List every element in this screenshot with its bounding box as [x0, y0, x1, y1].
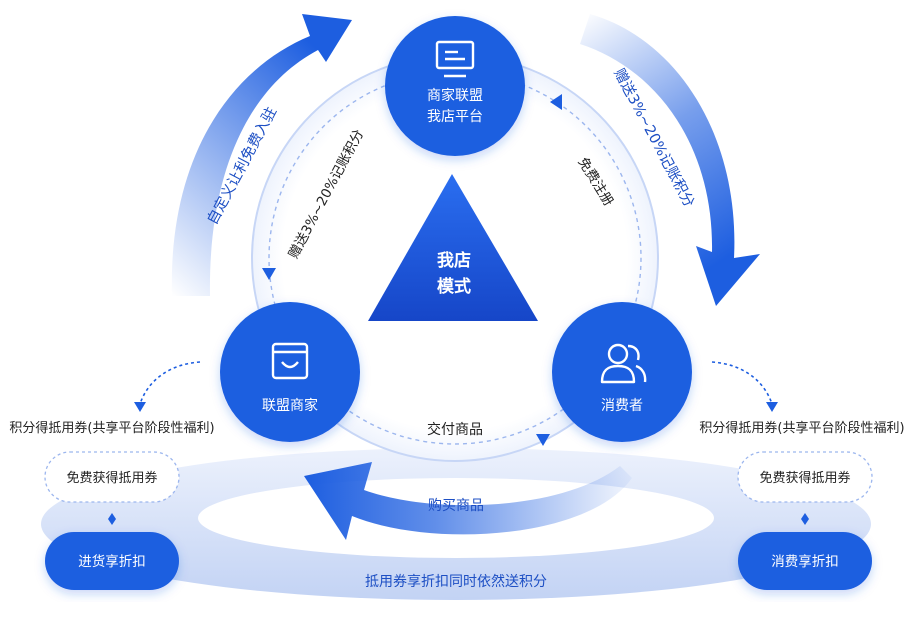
- marker-left: [262, 268, 276, 280]
- left-voucher-label: 免费获得抵用券: [66, 470, 157, 486]
- center-triangle: 我店 模式: [368, 174, 538, 321]
- consumer-node: 消费者: [552, 302, 692, 442]
- right-discount-pill: [738, 532, 872, 590]
- left-discount-pill: [45, 532, 179, 590]
- buy-goods-label: 购买商品: [428, 498, 484, 514]
- left-diamond-icon: [108, 513, 116, 525]
- left-discount-label: 进货享折扣: [78, 553, 146, 570]
- platform-node: 商家联盟 我店平台: [385, 16, 525, 156]
- platform-label-line2: 我店平台: [427, 109, 483, 125]
- right-voucher-label: 免费获得抵用券: [759, 470, 850, 486]
- right-outer-arc-arrow: [580, 14, 760, 306]
- shopping-bag-icon: [271, 342, 309, 380]
- right-dashed-arrow: [711, 361, 778, 412]
- left-panel-heading: 积分得抵用券(共享平台阶段性福利): [9, 420, 214, 436]
- right-voucher-pill: [737, 451, 873, 503]
- left-dashed-arrow: [134, 361, 201, 412]
- consumer-label: 消费者: [601, 398, 643, 414]
- right-panel-heading: 积分得抵用券(共享平台阶段性福利): [699, 420, 904, 436]
- platform-label-line1: 商家联盟: [427, 87, 483, 104]
- left-outer-arc-arrow: [171, 14, 352, 296]
- buy-goods-arrow: [304, 462, 632, 540]
- right-diamond-icon: [801, 513, 809, 525]
- ring-caption: 抵用券享折扣同时依然送积分: [365, 573, 547, 590]
- users-icon: [600, 343, 647, 384]
- merchant-label: 联盟商家: [262, 397, 318, 414]
- left-voucher-pill: [44, 451, 180, 503]
- monitor-icon: [435, 40, 475, 78]
- inner-bottom-arc-label: 交付商品: [427, 421, 483, 438]
- marker-top-right: [550, 94, 562, 110]
- right-panel: 积分得抵用券(共享平台阶段性福利) 免费获得抵用券 消费享折扣: [699, 420, 905, 590]
- right-discount-label: 消费享折扣: [771, 553, 839, 570]
- merchant-node: 联盟商家: [220, 302, 360, 442]
- left-panel: 积分得抵用券(共享平台阶段性福利) 免费获得抵用券 进货享折扣: [9, 420, 215, 590]
- center-label-line1: 我店: [437, 250, 471, 271]
- center-label-line2: 模式: [437, 276, 471, 297]
- dashed-circle-markers: [262, 94, 562, 446]
- marker-bottom-right: [536, 434, 550, 446]
